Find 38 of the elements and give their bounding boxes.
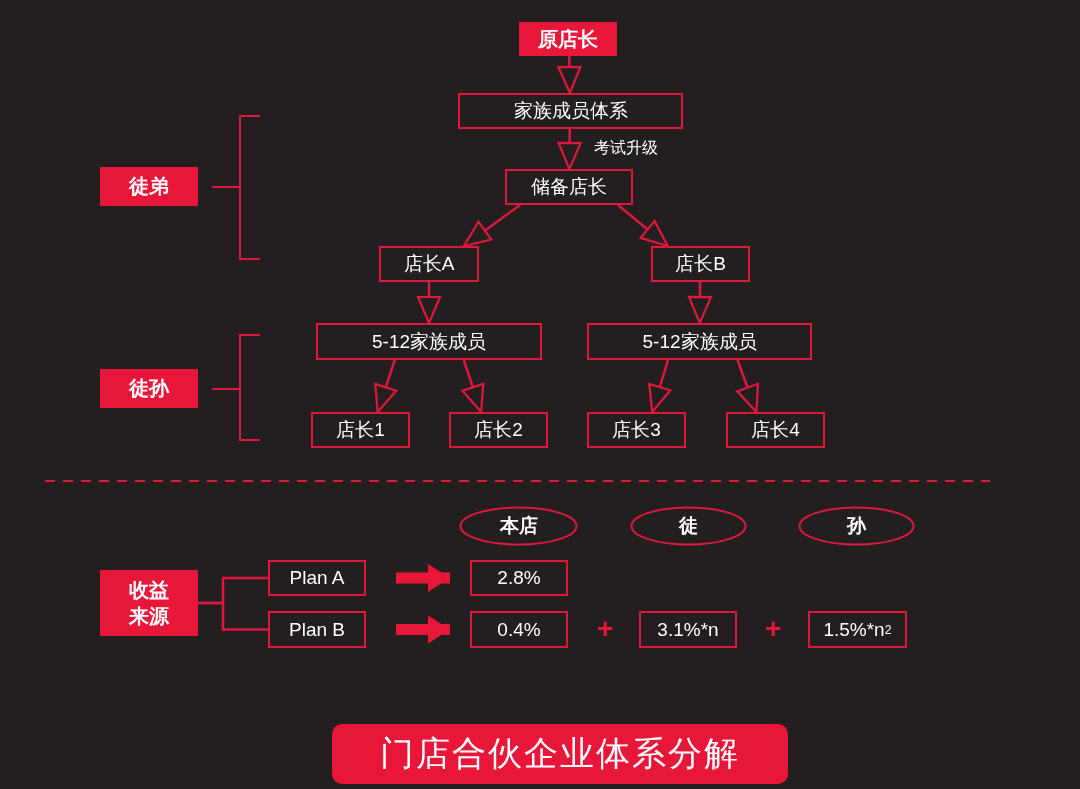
process-box: 店长3: [587, 412, 686, 448]
arrow: [687, 282, 712, 325]
process-box: 店长4: [726, 412, 825, 448]
arrow: [374, 359, 398, 414]
column-header-oval: 本店: [459, 506, 578, 546]
arrow: [617, 204, 669, 248]
arrow: [396, 564, 450, 592]
plus-sign: +: [765, 613, 782, 645]
process-box: 店长2: [449, 412, 548, 448]
process-box: 店长A: [379, 246, 479, 282]
column-header-oval: 徒: [630, 506, 747, 546]
arrow: [396, 615, 450, 644]
arrow: [462, 204, 521, 248]
column-header-oval: 孙: [798, 506, 915, 546]
plan-box: Plan A: [268, 560, 366, 596]
arrow: [461, 359, 485, 414]
process-box: 5-12家族成员: [587, 323, 812, 360]
process-box: 5-12家族成员: [316, 323, 542, 360]
value-box: 2.8%: [470, 560, 568, 596]
process-box: 店长B: [651, 246, 750, 282]
category-box: 收益来源: [100, 570, 198, 636]
category-box: 徒孙: [100, 369, 198, 408]
process-box: 店长1: [311, 412, 410, 448]
arrow: [416, 282, 442, 325]
category-box: 徒弟: [100, 167, 198, 206]
value-box: 0.4%: [470, 611, 568, 648]
plus-sign: +: [597, 613, 614, 645]
title-box: 原店长: [519, 22, 617, 56]
process-box: 家族成员体系: [458, 93, 683, 129]
arrow: [736, 359, 759, 414]
connector-line: [198, 601, 268, 631]
plan-box: Plan B: [268, 611, 366, 648]
arrow: [557, 55, 582, 95]
title-banner: 门店合伙企业体系分解: [332, 724, 788, 784]
value-box: 3.1%*n: [639, 611, 737, 648]
process-box: 储备店长: [505, 169, 633, 205]
arrow: [557, 129, 582, 171]
arrow: [648, 359, 672, 414]
